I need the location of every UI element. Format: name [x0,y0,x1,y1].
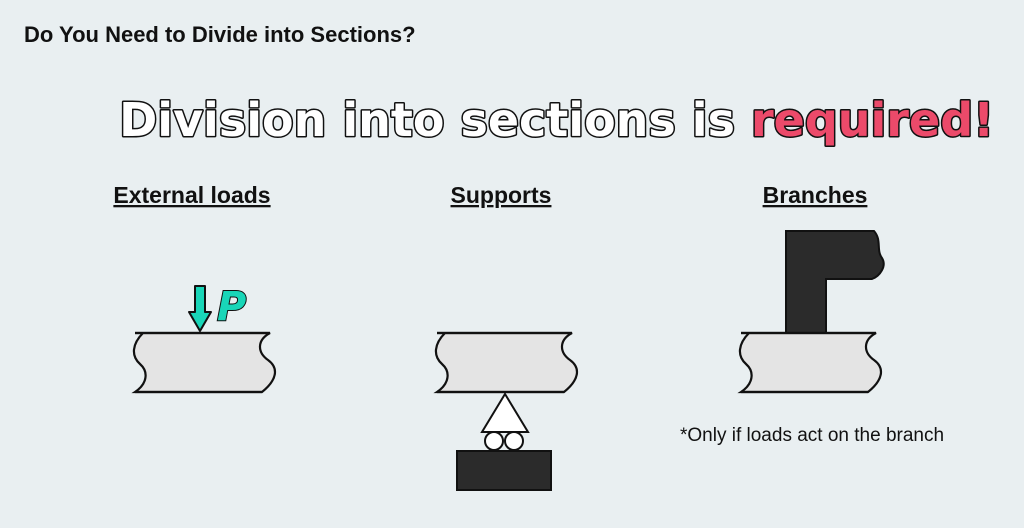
branch-note: *Only if loads act on the branch [680,425,944,446]
page-title: Do You Need to Divide into Sections? [24,22,416,47]
beam-segment-support [433,331,578,394]
load-arrow-icon [188,285,212,332]
beam-segment-branch [737,331,882,394]
branches-figure: *Only if loads act on the branch [680,230,944,446]
beam-segment-loads [131,331,276,394]
ground-block [456,450,552,491]
heading-external-loads: External loads [113,182,270,208]
headline-emphasis: required! [751,93,994,147]
branch-member [785,230,885,334]
external-loads-figure: P [131,283,276,394]
support-triangle-icon [480,392,530,433]
supports-figure [433,331,578,491]
roller-right-icon [504,431,524,451]
headline-prefix: Division into sections is [119,93,751,147]
roller-left-icon [484,431,504,451]
headline: Division into sections is required! [88,93,1016,147]
heading-branches: Branches [763,182,868,208]
load-symbol: P [217,284,246,330]
heading-supports: Supports [451,182,552,208]
